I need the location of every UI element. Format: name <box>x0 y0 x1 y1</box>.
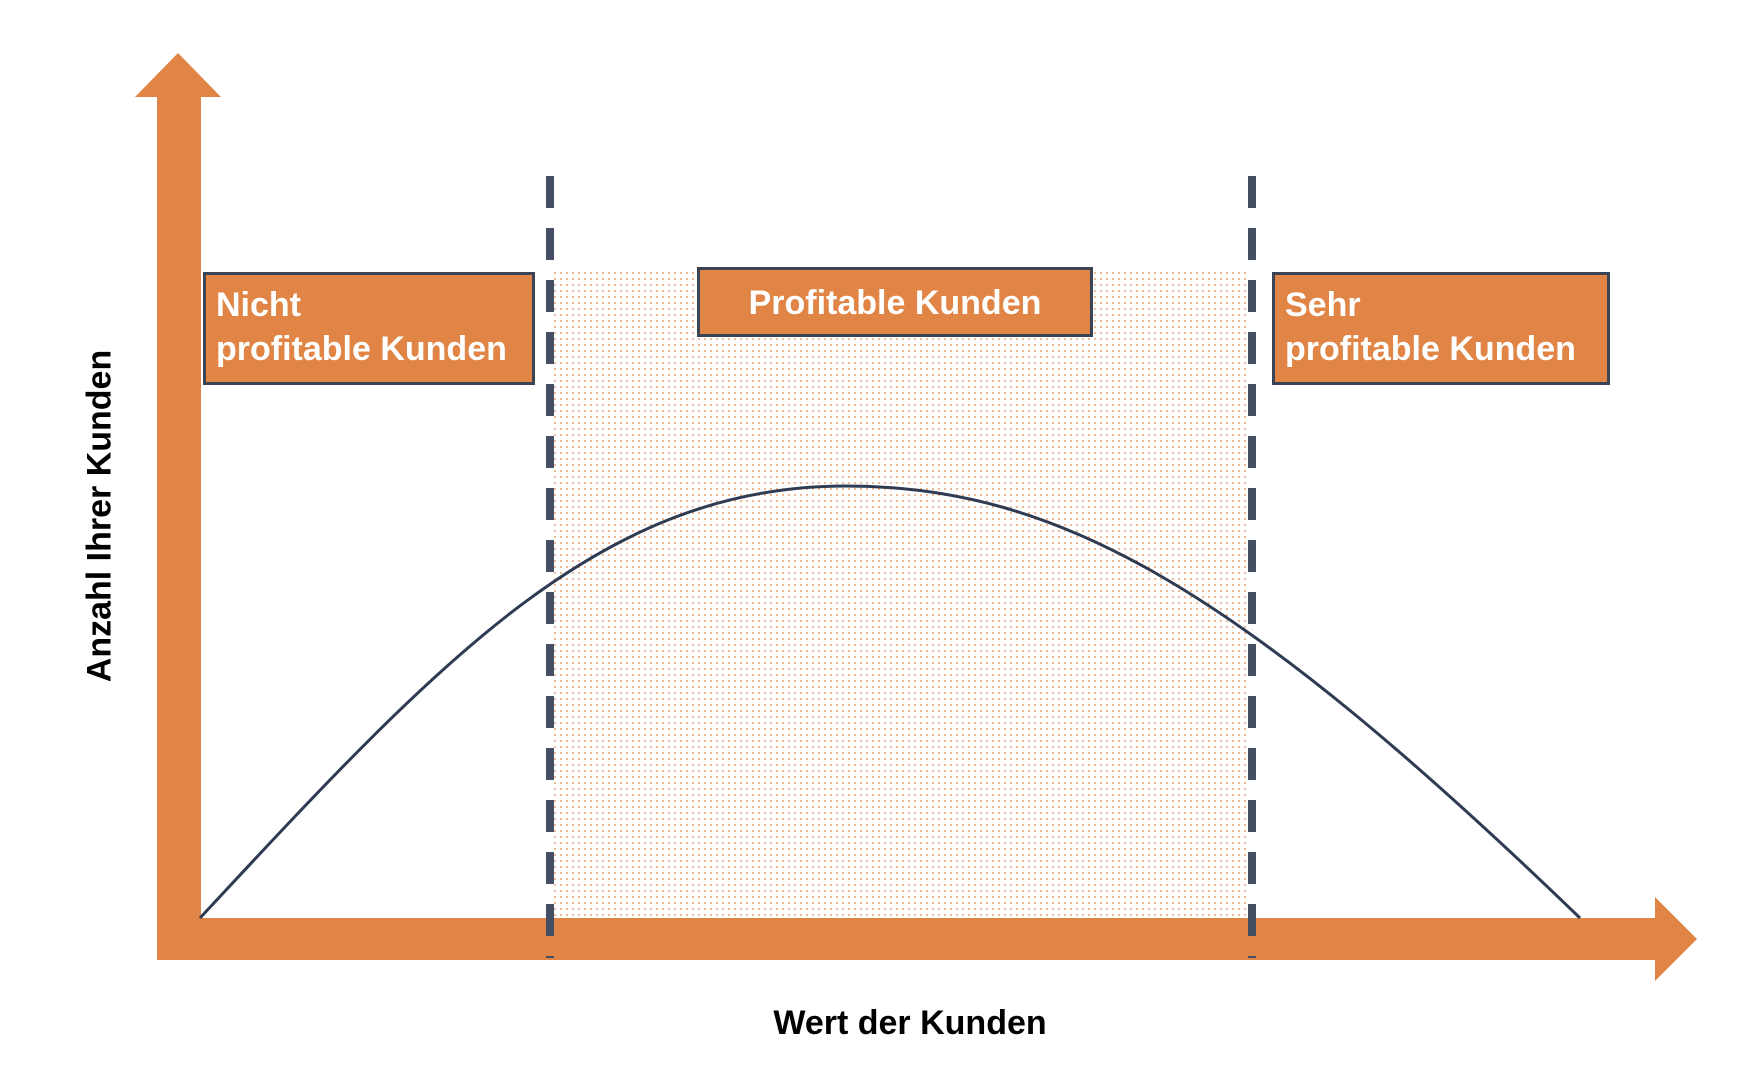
profitable-region-shading <box>552 268 1250 918</box>
region-label-not-profitable-line1: Nicht <box>216 286 301 324</box>
region-label-very-profitable-line1: Sehr <box>1285 286 1361 324</box>
y-axis-shaft <box>157 95 201 959</box>
customer-distribution-curve <box>198 484 1582 920</box>
x-axis-arrowhead <box>1655 897 1697 981</box>
y-axis-label: Anzahl Ihrer Kunden <box>80 349 119 683</box>
region-label-profitable: Profitable Kunden <box>697 267 1093 337</box>
region-label-very-profitable: Sehr profitable Kunden <box>1272 272 1610 385</box>
region-label-not-profitable-line2: profitable Kunden <box>216 330 507 368</box>
region-label-very-profitable-line2: profitable Kunden <box>1285 330 1576 368</box>
region-label-profitable-text: Profitable Kunden <box>748 284 1042 322</box>
y-axis-arrowhead <box>135 53 221 97</box>
x-axis-label: Wert der Kunden <box>773 1004 1047 1042</box>
x-axis-shaft <box>157 918 1657 960</box>
region-label-not-profitable: Nicht profitable Kunden <box>203 272 535 385</box>
